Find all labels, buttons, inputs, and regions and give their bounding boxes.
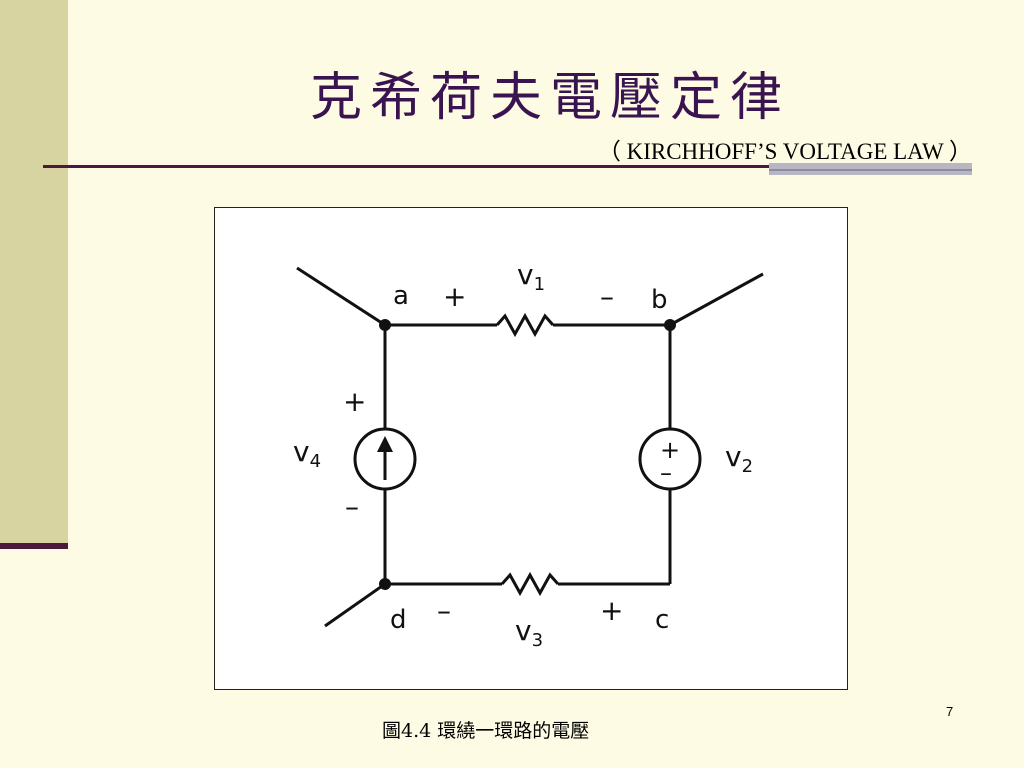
resistor-v3 — [500, 571, 560, 597]
slide-sidebar — [0, 0, 68, 548]
page-number: 7 — [946, 704, 954, 719]
resistor-v1 — [495, 312, 555, 338]
v2-source-plus: + — [660, 436, 680, 464]
slide-title: 克希荷夫電壓定律 — [309, 68, 790, 128]
node-a-label: a — [393, 281, 409, 311]
title-divider — [43, 165, 773, 168]
source-arrow-head — [377, 436, 393, 452]
v2-source-minus: – — [660, 459, 672, 487]
figure-caption: 圖4.4 環繞一環路的電壓 — [382, 720, 590, 742]
wire-b-out — [669, 272, 764, 327]
sidebar-accent-bar — [0, 543, 68, 549]
v1-plus: + — [443, 280, 466, 313]
wire-d-in — [324, 582, 386, 628]
circuit-figure: a b c d + – v1 + – v4 + – v2 – + v3 — [214, 207, 848, 690]
node-d-dot — [379, 578, 391, 590]
v1-label: v1 — [517, 258, 545, 295]
slide-subtitle: （ KIRCHHOFF’S VOLTAGE LAW ） — [597, 139, 972, 164]
v2-label: v2 — [725, 440, 753, 477]
node-b-label: b — [651, 285, 668, 315]
v4-minus: – — [345, 490, 359, 523]
v3-plus: + — [600, 594, 623, 627]
wire-a-in — [296, 266, 386, 327]
v1-minus: – — [600, 280, 614, 313]
node-c-label: c — [655, 605, 669, 635]
v4-plus: + — [343, 385, 366, 418]
node-b-dot — [664, 319, 676, 331]
node-d-label: d — [390, 605, 407, 635]
title-divider-accent-line — [769, 169, 972, 171]
node-a-dot — [379, 319, 391, 331]
circuit-diagram: a b c d + – v1 + – v4 + – v2 – + v3 — [293, 258, 764, 651]
v3-label: v3 — [515, 614, 543, 651]
v4-label: v4 — [293, 435, 321, 472]
v3-minus: – — [437, 594, 451, 627]
